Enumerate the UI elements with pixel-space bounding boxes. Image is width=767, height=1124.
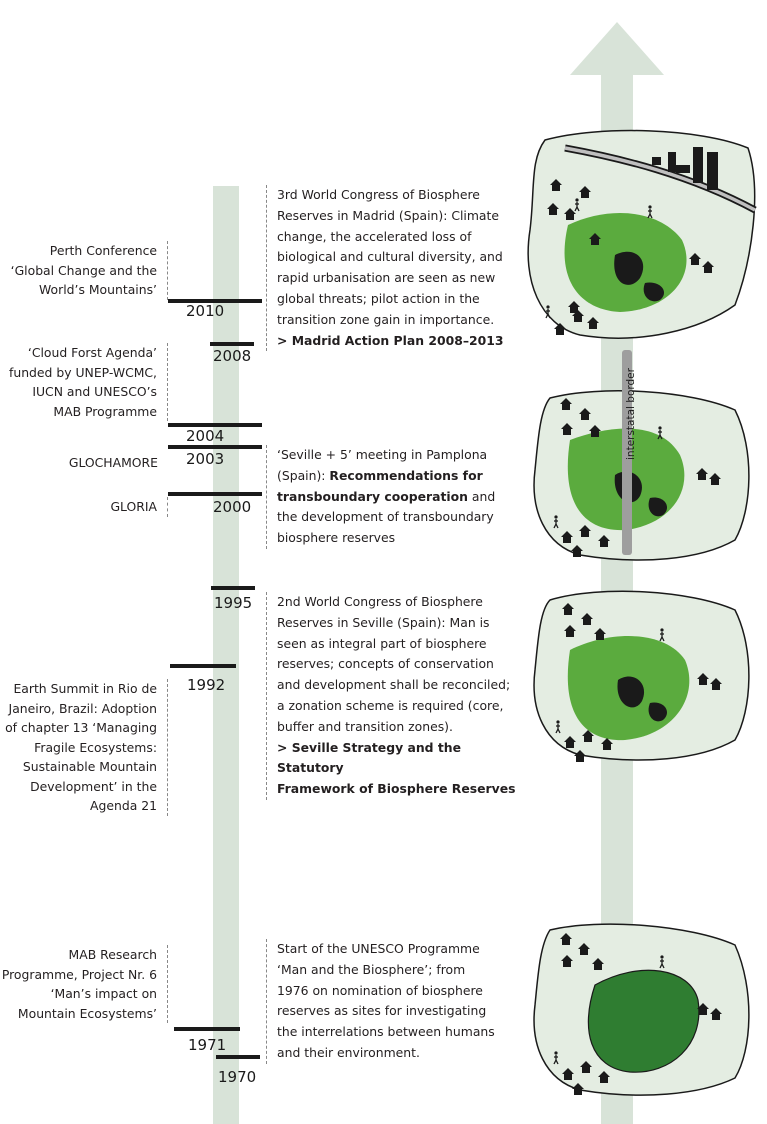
tick-1992 bbox=[170, 664, 236, 668]
note-line: the development of transboundary bbox=[277, 509, 494, 525]
note-line: Fragile Ecosystems: bbox=[34, 739, 157, 755]
tick-1995 bbox=[211, 586, 255, 590]
tick-1970 bbox=[216, 1055, 260, 1059]
note-pamplona: ‘Seville + 5’ meeting in Pamplona (Spain… bbox=[266, 445, 527, 549]
note-cloud-forest: ‘Cloud Forst Agenda’ funded by UNEP-WCMC… bbox=[9, 343, 168, 421]
note-madrid: 3rd World Congress of Biosphere Reserves… bbox=[266, 185, 527, 352]
note-line: Reserves in Madrid (Spain): Climate bbox=[277, 207, 500, 223]
note-line: Agenda 21 bbox=[90, 798, 157, 813]
year-1992: 1992 bbox=[187, 676, 226, 694]
note-line: 3rd World Congress of Biosphere bbox=[277, 187, 480, 202]
year-1971: 1971 bbox=[188, 1036, 227, 1054]
note-line: 1976 on nomination of biosphere bbox=[277, 982, 483, 998]
note-line: biological and cultural diversity, and bbox=[277, 249, 503, 265]
note-line: GLOCHAMORE bbox=[68, 455, 158, 470]
note-perth: Perth Conference ‘Global Change and the … bbox=[11, 241, 168, 300]
note-line: ‘Cloud Forst Agenda’ bbox=[27, 345, 157, 360]
note-line: World’s Mountains’ bbox=[39, 282, 157, 297]
note-line: change, the accelerated loss of bbox=[277, 228, 472, 244]
note-mab-research: MAB Research Programme, Project Nr. 6 ‘M… bbox=[2, 945, 168, 1023]
note-line: MAB Research bbox=[68, 947, 157, 962]
year-1995: 1995 bbox=[214, 594, 253, 612]
year-1970: 1970 bbox=[218, 1068, 257, 1086]
note-line: and development shall be reconciled; bbox=[277, 677, 511, 693]
note-line: global threats; pilot action in the bbox=[277, 290, 480, 306]
note-gloria: GLORIA bbox=[110, 497, 168, 517]
note-line: Sustainable Mountain bbox=[22, 759, 157, 774]
madrid-action-plan: > Madrid Action Plan 2008–2013 bbox=[277, 332, 504, 348]
note-seville: 2nd World Congress of Biosphere Reserves… bbox=[266, 592, 527, 800]
tick-2008 bbox=[210, 342, 254, 346]
tick-1971 bbox=[174, 1027, 240, 1031]
note-line: reserves as sites for investigating bbox=[277, 1003, 487, 1019]
tick-2004 bbox=[168, 423, 262, 427]
year-2003: 2003 bbox=[186, 450, 225, 468]
note-line: Earth Summit in Rio de bbox=[13, 681, 157, 696]
note-line: transition zone gain in importance. bbox=[277, 311, 495, 327]
note-earth-summit: Earth Summit in Rio de Janeiro, Brazil: … bbox=[5, 679, 168, 816]
year-2000: 2000 bbox=[213, 498, 252, 516]
note-line: buffer and transition zones). bbox=[277, 718, 453, 734]
note-line: Reserves in Seville (Spain): Man is bbox=[277, 614, 490, 630]
note-line: the interrelations between humans bbox=[277, 1024, 495, 1040]
year-2004: 2004 bbox=[186, 427, 225, 445]
note-line: Janeiro, Brazil: Adoption bbox=[8, 700, 157, 716]
note-line: and bbox=[467, 488, 496, 504]
note-line: ‘Seville + 5’ meeting in Pamplona bbox=[277, 447, 488, 462]
note-line: 2nd World Congress of Biosphere bbox=[277, 594, 483, 609]
note-bold: Framework of Biosphere Reserves bbox=[277, 781, 516, 797]
note-glochamore: GLOCHAMORE bbox=[69, 453, 168, 473]
note-bold: > Seville Strategy and the Statutory bbox=[277, 739, 461, 776]
note-line: funded by UNEP-WCMC, bbox=[8, 364, 157, 380]
note-unesco: Start of the UNESCO Programme ‘Man and t… bbox=[266, 939, 527, 1064]
year-2010: 2010 bbox=[186, 302, 225, 320]
map-seville bbox=[533, 590, 750, 762]
note-line: reserves; concepts of conservation bbox=[277, 656, 494, 672]
note-line: Programme, Project Nr. 6 bbox=[1, 966, 157, 982]
note-line: (Spain): bbox=[277, 467, 330, 483]
map-unesco bbox=[533, 923, 750, 1096]
tick-2000 bbox=[168, 492, 262, 496]
note-bold: Recommendations for bbox=[329, 467, 483, 483]
tick-2010 bbox=[168, 299, 262, 303]
year-2008: 2008 bbox=[213, 347, 252, 365]
note-line: MAB Programme bbox=[53, 403, 157, 419]
map-pamplona: interstatal border bbox=[533, 350, 750, 561]
note-line: a zonation scheme is required (core, bbox=[277, 697, 504, 713]
note-line: IUCN and UNESCO’s bbox=[32, 384, 157, 399]
note-line: Perth Conference bbox=[49, 243, 157, 258]
note-line: rapid urbanisation are seen as new bbox=[277, 270, 496, 286]
note-line: biosphere reserves bbox=[277, 530, 396, 546]
note-line: of chapter 13 ‘Managing bbox=[5, 720, 157, 735]
note-line: ‘Man and the Biosphere’; from bbox=[277, 961, 466, 977]
note-line: and their environment. bbox=[277, 1044, 420, 1060]
note-line: ‘Man’s impact on bbox=[50, 986, 157, 1001]
note-line: Mountain Ecosystems’ bbox=[17, 1005, 157, 1021]
tick-2003 bbox=[168, 445, 262, 449]
map-madrid bbox=[527, 129, 757, 339]
note-bold: transboundary cooperation bbox=[277, 488, 468, 504]
note-line: Development’ in the bbox=[30, 778, 157, 794]
note-line: seen as integral part of biosphere bbox=[277, 635, 487, 651]
note-line: GLORIA bbox=[110, 499, 157, 514]
note-line: Start of the UNESCO Programme bbox=[277, 941, 480, 956]
note-line: ‘Global Change and the bbox=[10, 262, 157, 278]
border-label: interstatal border bbox=[625, 367, 637, 460]
